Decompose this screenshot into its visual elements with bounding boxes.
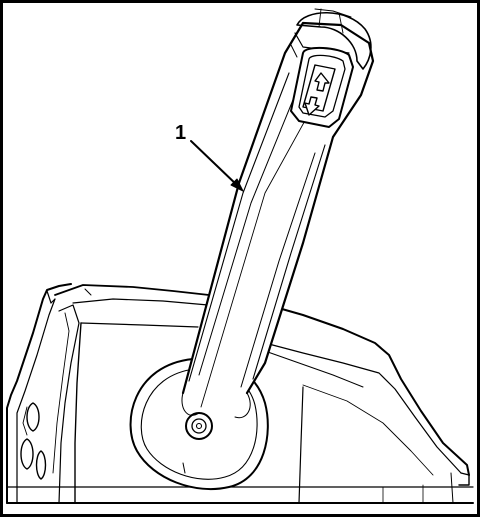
arrow-down-icon bbox=[304, 96, 320, 116]
arrow-up-icon bbox=[314, 72, 330, 92]
callout-label: 1 bbox=[175, 122, 187, 144]
housing bbox=[6, 283, 474, 504]
control-lever-drawing bbox=[6, 8, 474, 504]
callout-leader bbox=[190, 140, 244, 192]
